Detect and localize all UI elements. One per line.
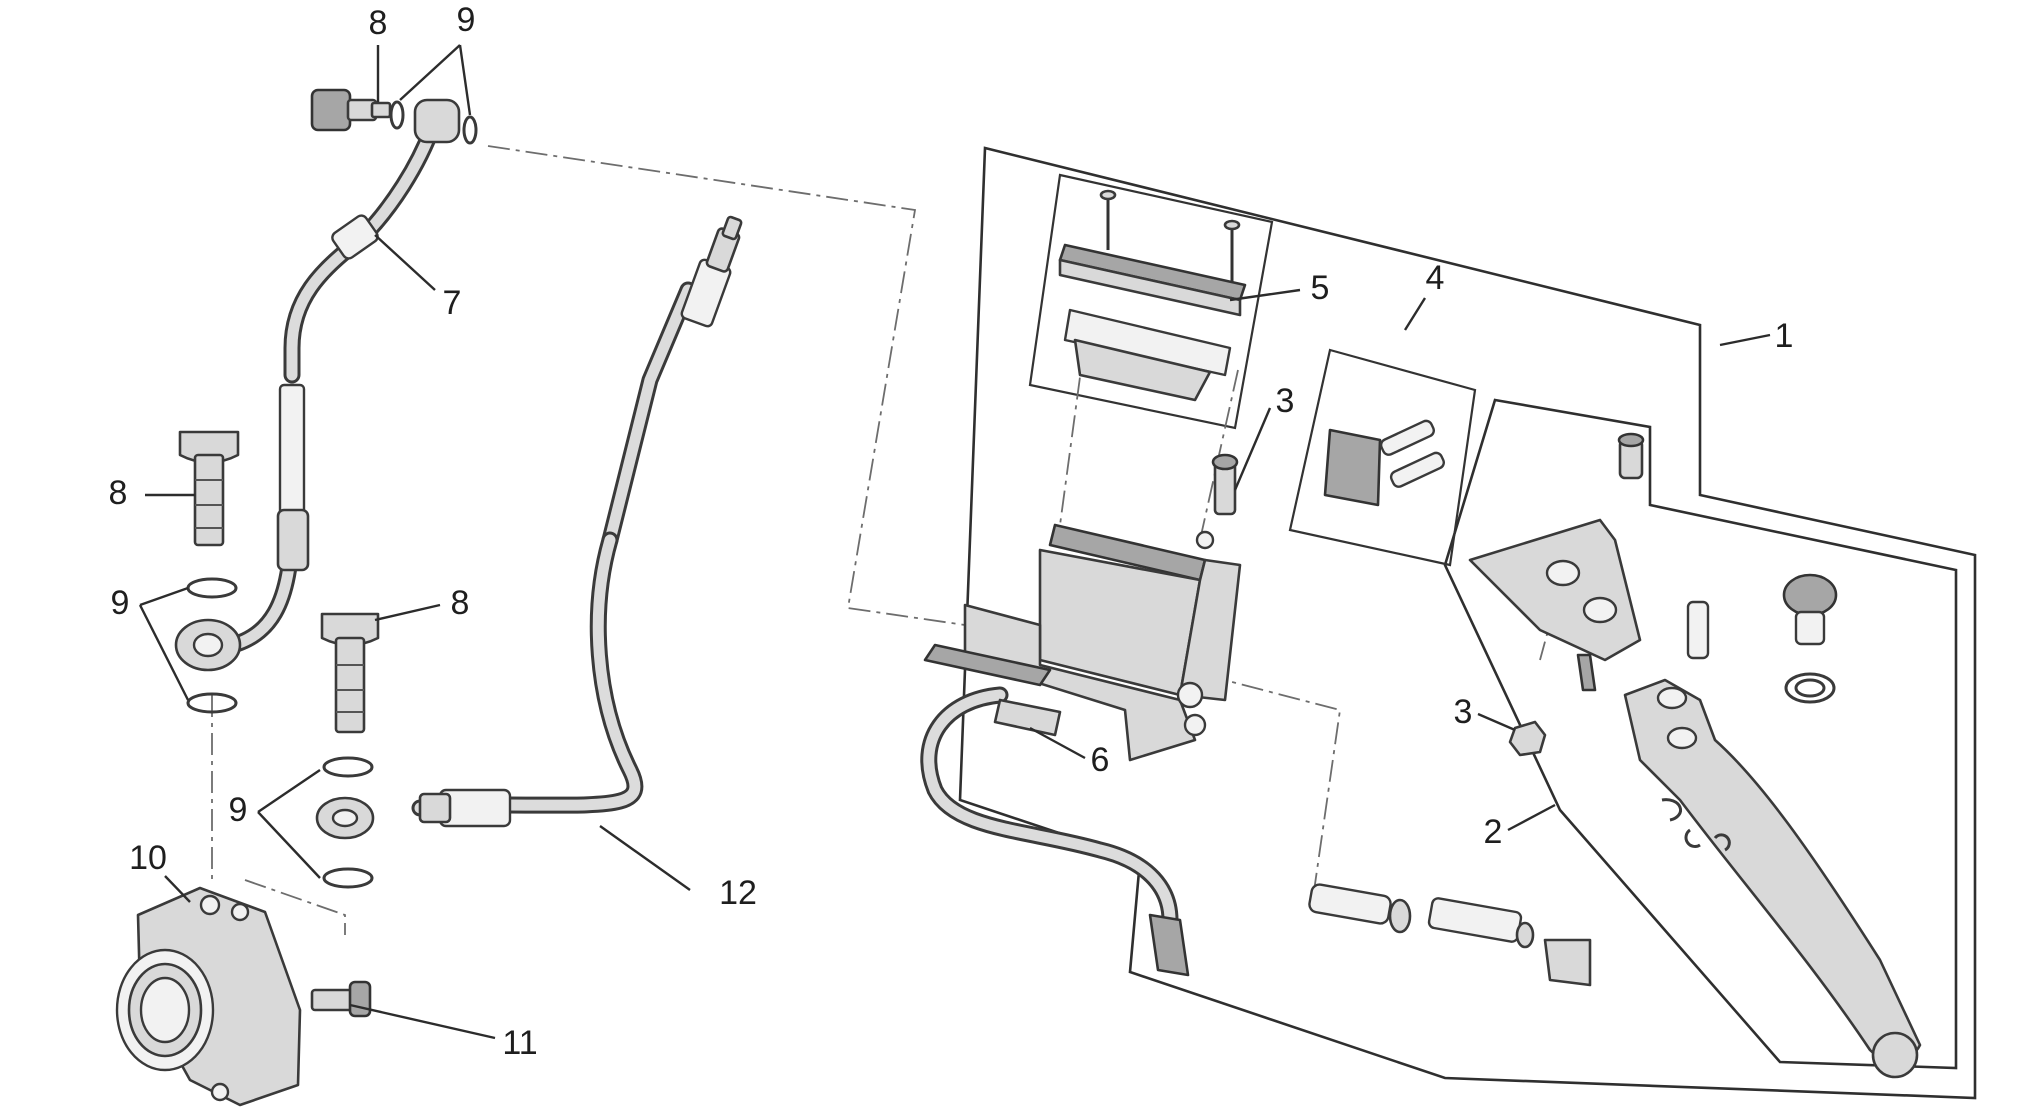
banjo-bolt-8-middle	[320, 612, 380, 734]
banjo-bolt-8-top	[310, 88, 392, 132]
slave-cylinder-10	[115, 886, 302, 1107]
callout-8-middle: 8	[451, 584, 470, 622]
group-4-box	[1288, 348, 1477, 567]
callout-11: 11	[502, 1024, 537, 1062]
leader-lines	[138, 44, 1771, 1040]
washer-9-mid-b	[322, 867, 374, 889]
callout-1: 1	[1775, 317, 1794, 355]
lever-clip-b	[1684, 828, 1701, 848]
group-5-box	[1028, 173, 1274, 430]
callout-2: 2	[1484, 813, 1503, 851]
callout-10: 10	[129, 839, 167, 877]
callout-12: 12	[719, 874, 757, 912]
washer-9-top-b	[462, 115, 478, 145]
callout-3-upper: 3	[1276, 382, 1295, 420]
assembly-2-outline	[1443, 398, 1958, 1070]
washer-9-left-b	[186, 692, 238, 714]
banjo-bolt-8-left	[178, 430, 240, 547]
callout-9-left: 9	[111, 584, 130, 622]
lever-clip-c	[1713, 833, 1731, 852]
callout-3-lower: 3	[1454, 693, 1473, 731]
lever-pin	[1686, 600, 1710, 660]
master-cylinder-body	[923, 523, 1242, 762]
lever-clip-a	[1661, 798, 1683, 822]
bleed-screw-11	[310, 980, 372, 1018]
clutch-hose-12	[315, 215, 743, 840]
upper-hose-7	[174, 98, 461, 672]
washer-9-mid-a	[322, 756, 374, 778]
adjuster-knob	[1782, 573, 1838, 704]
callout-7: 7	[443, 284, 462, 322]
nut-3-lower	[1508, 720, 1547, 757]
callout-9-top: 9	[457, 1, 476, 39]
callout-5: 5	[1311, 269, 1330, 307]
washer-9-left-a	[186, 577, 238, 599]
callout-8-top: 8	[369, 4, 388, 42]
lever-2	[1623, 678, 1922, 1079]
callout-4: 4	[1426, 259, 1445, 297]
callout-9-middle: 9	[229, 791, 248, 829]
callout-8-left: 8	[109, 474, 128, 512]
dashed-assembly-lines	[211, 145, 1556, 935]
callout-labels: 1 2 3 3 4 5 6 7 8 8 8 9 9 9 10 11 12	[109, 1, 1794, 1062]
callout-6: 6	[1091, 741, 1110, 779]
lever-bracket	[1468, 432, 1645, 692]
switch-wire-6	[920, 686, 1190, 977]
piston-kit	[1308, 883, 1592, 987]
switch-4	[1323, 419, 1445, 507]
reservoir-cap-5	[1058, 189, 1247, 402]
washer-9-top-a	[389, 100, 405, 130]
pivot-pin-3-upper	[1211, 453, 1239, 516]
